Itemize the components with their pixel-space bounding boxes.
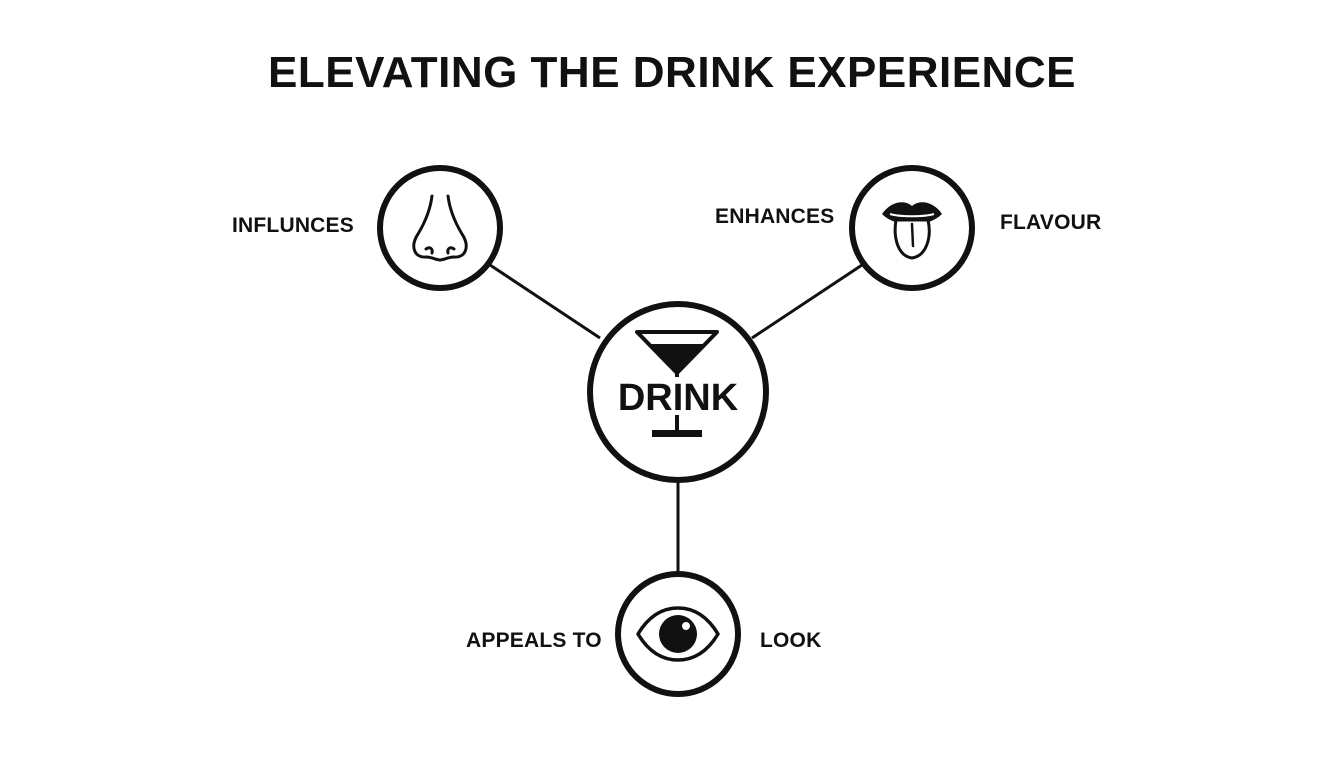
nose-icon bbox=[412, 194, 468, 262]
taste-right-label: FLAVOUR bbox=[1000, 211, 1102, 234]
sight-node bbox=[615, 571, 741, 697]
connector-taste bbox=[751, 263, 863, 340]
connector-smell bbox=[489, 263, 601, 340]
sight-left-label: APPEALS TO bbox=[466, 629, 602, 652]
smell-left-label: INFLUNCES bbox=[232, 214, 354, 237]
center-label: DRINK bbox=[618, 377, 739, 419]
taste-node bbox=[849, 165, 975, 291]
eye-icon bbox=[636, 606, 720, 662]
taste-left-label: ENHANCES bbox=[715, 205, 835, 228]
sight-right-label: LOOK bbox=[760, 629, 822, 652]
tongue-icon bbox=[882, 202, 942, 260]
smell-node bbox=[377, 165, 503, 291]
page-title: ELEVATING THE DRINK EXPERIENCE bbox=[268, 48, 1076, 97]
center-node: DRINK bbox=[587, 301, 769, 483]
